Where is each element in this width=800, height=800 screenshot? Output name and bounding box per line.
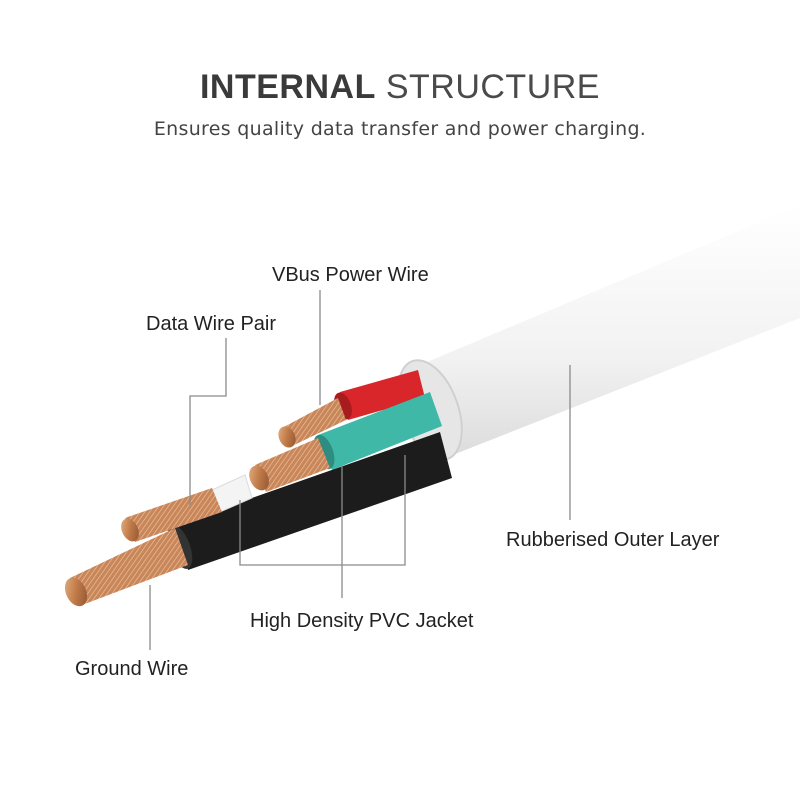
data-wire-white xyxy=(121,474,253,542)
page-subtitle: Ensures quality data transfer and power … xyxy=(153,118,647,140)
data-wire-green xyxy=(249,392,442,492)
leader-jacket-bracket xyxy=(239,455,406,566)
outer-jacket xyxy=(397,205,800,461)
title-light: STRUCTURE xyxy=(385,68,600,106)
label-vbus-power-wire: VBus Power Wire xyxy=(272,264,429,286)
leader-data-pair xyxy=(189,338,227,505)
leader-lines xyxy=(149,290,571,650)
vbus-wire xyxy=(278,370,425,448)
label-data-wire-pair: Data Wire Pair xyxy=(146,313,277,335)
label-pvc-jacket: High Density PVC Jacket xyxy=(250,610,474,632)
ground-wire xyxy=(64,432,452,607)
title-bold: INTERNAL xyxy=(199,68,376,106)
label-ground-wire: Ground Wire xyxy=(75,658,189,680)
page-title: INTERNAL STRUCTURE xyxy=(0,68,800,107)
label-rubberised-outer-layer: Rubberised Outer Layer xyxy=(506,529,720,551)
